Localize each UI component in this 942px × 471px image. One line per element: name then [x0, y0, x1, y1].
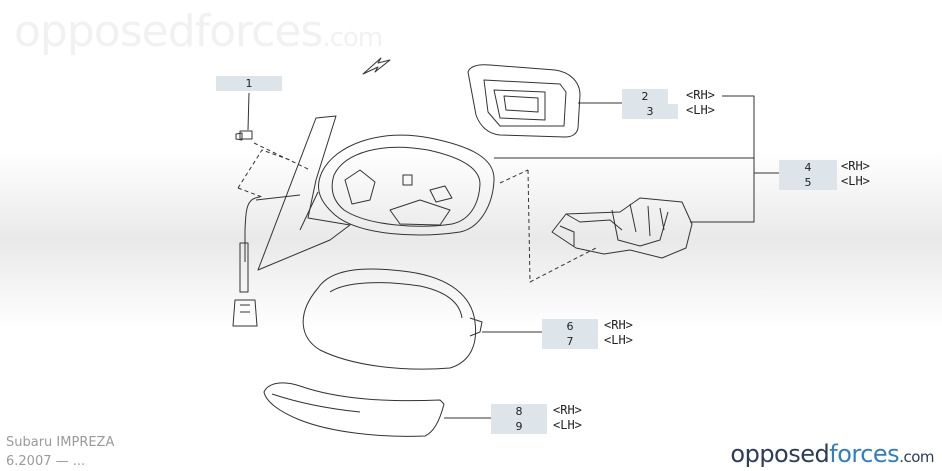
- direction-arrow: [362, 57, 391, 75]
- leader-lines: [444, 95, 779, 419]
- brand-logo[interactable]: opposedforces.com: [730, 440, 934, 468]
- callout-9-side: <LH>: [553, 418, 582, 432]
- vehicle-date: 6.2007 — ...: [6, 454, 86, 469]
- callout-5-side: <LH>: [841, 174, 870, 188]
- screw-part: [235, 92, 253, 141]
- callout-4-side: <RH>: [841, 159, 870, 173]
- callout-6-side: <RH>: [604, 318, 633, 332]
- connection-dashes: [237, 142, 597, 283]
- mirror-base-part: [257, 115, 351, 271]
- callout-7: 7: [542, 334, 598, 349]
- callout-6: 6: [542, 319, 598, 334]
- callout-2-side: <RH>: [686, 88, 715, 102]
- watermark-logo: opposedforces.com: [14, 6, 383, 57]
- motor-actuator-part: [551, 197, 693, 259]
- callout-8: 8: [491, 404, 547, 419]
- mirror-glass-part: [467, 64, 581, 138]
- wiring-harness-part: [232, 194, 301, 327]
- callout-1: 1: [216, 76, 282, 91]
- cover-cap-part: [302, 268, 483, 370]
- callout-5: 5: [779, 175, 837, 190]
- mirror-frame-part: [318, 134, 495, 236]
- trim-strip-part: [263, 382, 445, 437]
- callout-9: 9: [491, 419, 547, 434]
- callout-7-side: <LH>: [604, 333, 633, 347]
- callout-3: 3: [622, 104, 678, 119]
- vehicle-info: Subaru IMPREZA 6.2007 — ...: [6, 433, 114, 471]
- vehicle-model: Subaru IMPREZA: [6, 435, 115, 450]
- callout-3-side: <LH>: [686, 103, 715, 117]
- callout-4: 4: [779, 160, 837, 175]
- callout-8-side: <RH>: [553, 403, 582, 417]
- callout-2: 2: [622, 89, 668, 104]
